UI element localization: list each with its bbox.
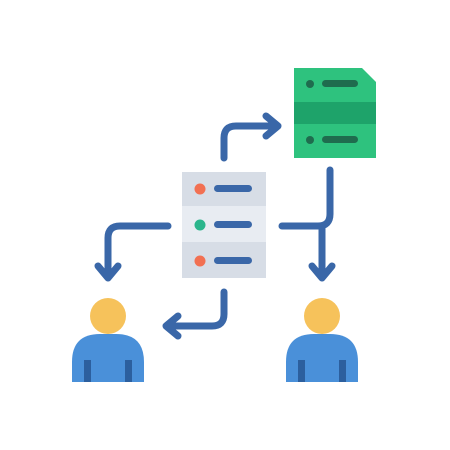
arrow-to-storage-icon: [220, 112, 282, 162]
storage-drive-icon: [294, 68, 376, 158]
arrow-to-right-user-icon: [278, 166, 336, 282]
arrow-from-server-down-icon: [162, 288, 228, 340]
user-right-icon: [286, 298, 358, 382]
user-left-icon: [72, 298, 144, 382]
arrow-to-left-user-icon: [94, 222, 172, 282]
server-rack-icon: [182, 172, 266, 278]
